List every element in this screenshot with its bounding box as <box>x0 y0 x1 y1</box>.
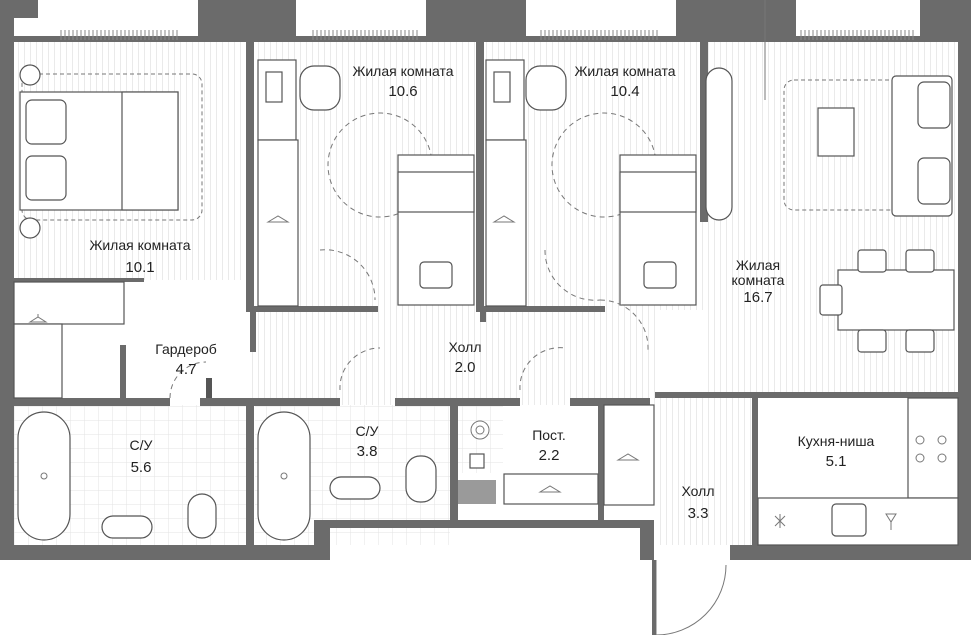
doors <box>169 0 766 635</box>
outer-walls <box>0 0 971 560</box>
room-name-hall2: Холл <box>682 483 715 499</box>
room-name-living3: Жилая комната <box>574 63 675 79</box>
room-area-hall1: 2.0 <box>455 359 476 376</box>
room-area-bath1: 5.6 <box>131 459 152 476</box>
bed-double <box>19 64 203 239</box>
bathroom-fixtures <box>17 404 655 541</box>
bedroom3-furniture <box>485 59 697 307</box>
room-area-kitchen: 5.1 <box>826 453 847 470</box>
interior-walls <box>14 42 958 545</box>
living-room-furniture <box>705 67 955 353</box>
room-name-linen: Пост. <box>532 427 566 443</box>
room-labels: Жилая комната 10.1 Жилая комната 10.6 Жи… <box>89 63 874 522</box>
bedroom2-furniture <box>257 59 475 307</box>
room-area-bath2: 3.8 <box>357 443 378 460</box>
room-area-linen: 2.2 <box>539 447 560 464</box>
room-area-hall2: 3.3 <box>688 505 709 522</box>
room-name-bath1: С/У <box>130 437 153 453</box>
room-name-hall1: Холл <box>449 339 482 355</box>
wardrobe-niche <box>13 281 125 399</box>
room-name-living4-line2: комната <box>732 272 785 288</box>
room-name-bath2: С/У <box>356 423 379 439</box>
room-area-living3: 10.4 <box>610 83 639 100</box>
room-area-wardrobe: 4.7 <box>176 361 197 378</box>
room-area-living4: 16.7 <box>743 289 772 306</box>
room-name-living4-line1: Жилая <box>736 257 780 273</box>
room-name-kitchen: Кухня-ниша <box>798 433 875 449</box>
room-name-living2: Жилая комната <box>352 63 453 79</box>
room-name-wardrobe: Гардероб <box>155 341 217 357</box>
room-area-living2: 10.6 <box>388 83 417 100</box>
room-area-living1: 10.1 <box>125 259 154 276</box>
radiators <box>58 30 915 40</box>
kitchen-unit <box>757 397 959 546</box>
room-name-living1: Жилая комната <box>89 237 190 253</box>
